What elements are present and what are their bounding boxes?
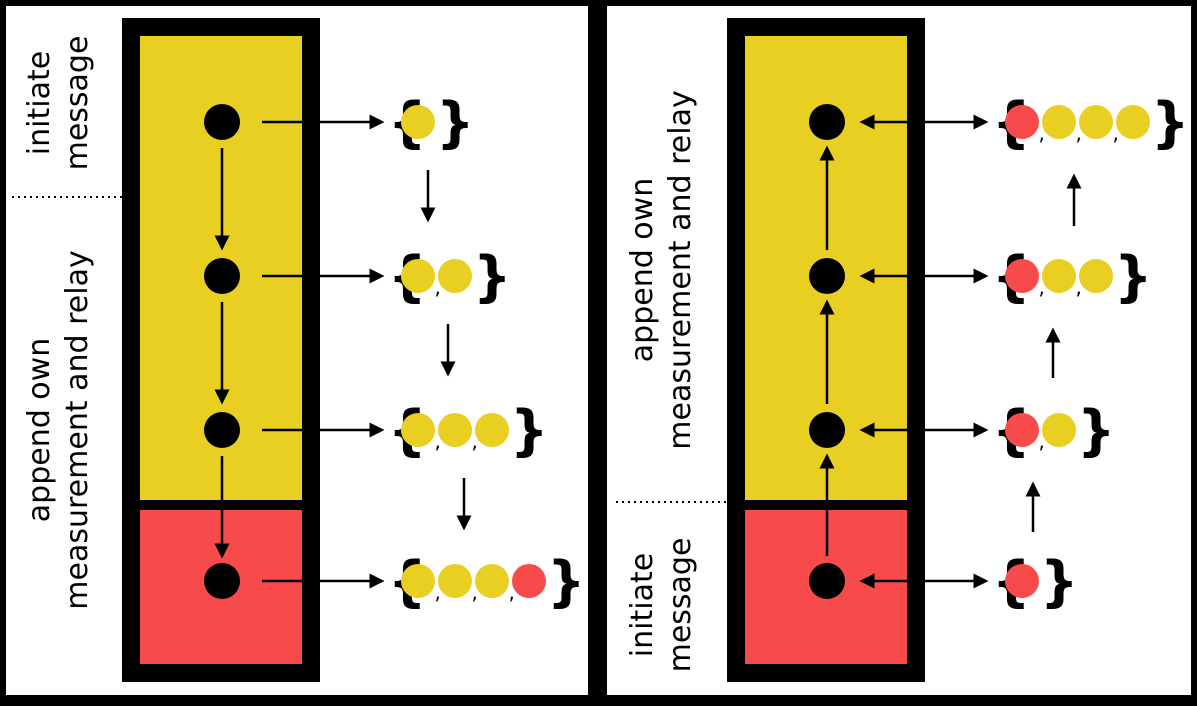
left-initiate-label: initiate message xyxy=(22,36,95,171)
comma: , xyxy=(1076,275,1082,299)
left-message: {} xyxy=(388,91,474,154)
left-append-label: append own measurement and relay xyxy=(22,250,95,609)
comma: , xyxy=(1039,429,1045,453)
left-message: {,,} xyxy=(388,399,548,462)
right-node xyxy=(809,104,845,140)
comma: , xyxy=(1113,121,1119,145)
yellow-measurement-dot xyxy=(1042,105,1076,139)
left-initiate-line2: message xyxy=(60,36,95,171)
red-measurement-dot xyxy=(1005,259,1039,293)
right-append-label: append own measurement and relay xyxy=(625,90,698,449)
left-initiate-line1: initiate xyxy=(22,51,57,155)
right-initiate-label: initiate message xyxy=(625,538,698,673)
comma: , xyxy=(1039,121,1045,145)
close-brace: } xyxy=(473,245,511,308)
right-message: {,} xyxy=(992,399,1115,462)
right-initiate-line1: initiate xyxy=(625,553,660,657)
close-brace: } xyxy=(436,91,474,154)
left-node xyxy=(204,258,240,294)
red-measurement-dot xyxy=(1005,413,1039,447)
yellow-measurement-dot xyxy=(438,413,472,447)
right-panel: append own measurement and relay initiat… xyxy=(607,6,1191,695)
left-node xyxy=(204,412,240,448)
comma: , xyxy=(435,580,441,604)
right-node xyxy=(809,258,845,294)
red-measurement-dot xyxy=(1005,105,1039,139)
yellow-measurement-dot xyxy=(1079,105,1113,139)
close-brace: } xyxy=(547,550,585,613)
yellow-measurement-dot xyxy=(475,564,509,598)
right-node xyxy=(809,563,845,599)
right-initiate-line2: message xyxy=(663,538,698,673)
right-append-line1: append own xyxy=(625,178,660,362)
close-brace: } xyxy=(510,399,548,462)
left-node xyxy=(204,104,240,140)
red-measurement-dot xyxy=(512,564,546,598)
comma: , xyxy=(1039,275,1045,299)
yellow-measurement-dot xyxy=(401,105,435,139)
right-append-line2: measurement and relay xyxy=(663,90,698,449)
yellow-measurement-dot xyxy=(438,259,472,293)
yellow-measurement-dot xyxy=(1042,413,1076,447)
yellow-measurement-dot xyxy=(1042,259,1076,293)
comma: , xyxy=(472,429,478,453)
close-brace: } xyxy=(1114,245,1152,308)
right-message: {,,} xyxy=(992,245,1152,308)
right-message: {} xyxy=(992,550,1078,613)
left-append-line1: append own xyxy=(22,338,57,522)
right-node xyxy=(809,412,845,448)
comma: , xyxy=(1076,121,1082,145)
left-append-line2: measurement and relay xyxy=(60,250,95,609)
comma: , xyxy=(435,429,441,453)
left-message: {,} xyxy=(388,245,511,308)
yellow-measurement-dot xyxy=(401,413,435,447)
left-messages: {} {,} {,,} {,,,} xyxy=(388,91,585,613)
yellow-measurement-dot xyxy=(438,564,472,598)
left-node xyxy=(204,563,240,599)
close-brace: } xyxy=(1151,91,1189,154)
comma: , xyxy=(435,275,441,299)
right-message: {,,,} xyxy=(992,91,1189,154)
yellow-measurement-dot xyxy=(401,259,435,293)
red-measurement-dot xyxy=(1005,564,1039,598)
comma: , xyxy=(509,580,515,604)
right-messages: {,,,} {,,} {,} {} xyxy=(992,91,1189,613)
comma: , xyxy=(472,580,478,604)
close-brace: } xyxy=(1077,399,1115,462)
left-panel: initiate message append own measurement … xyxy=(6,6,588,695)
left-message: {,,,} xyxy=(388,550,585,613)
yellow-measurement-dot xyxy=(1116,105,1150,139)
close-brace: } xyxy=(1040,550,1078,613)
yellow-measurement-dot xyxy=(1079,259,1113,293)
yellow-measurement-dot xyxy=(401,564,435,598)
yellow-measurement-dot xyxy=(475,413,509,447)
